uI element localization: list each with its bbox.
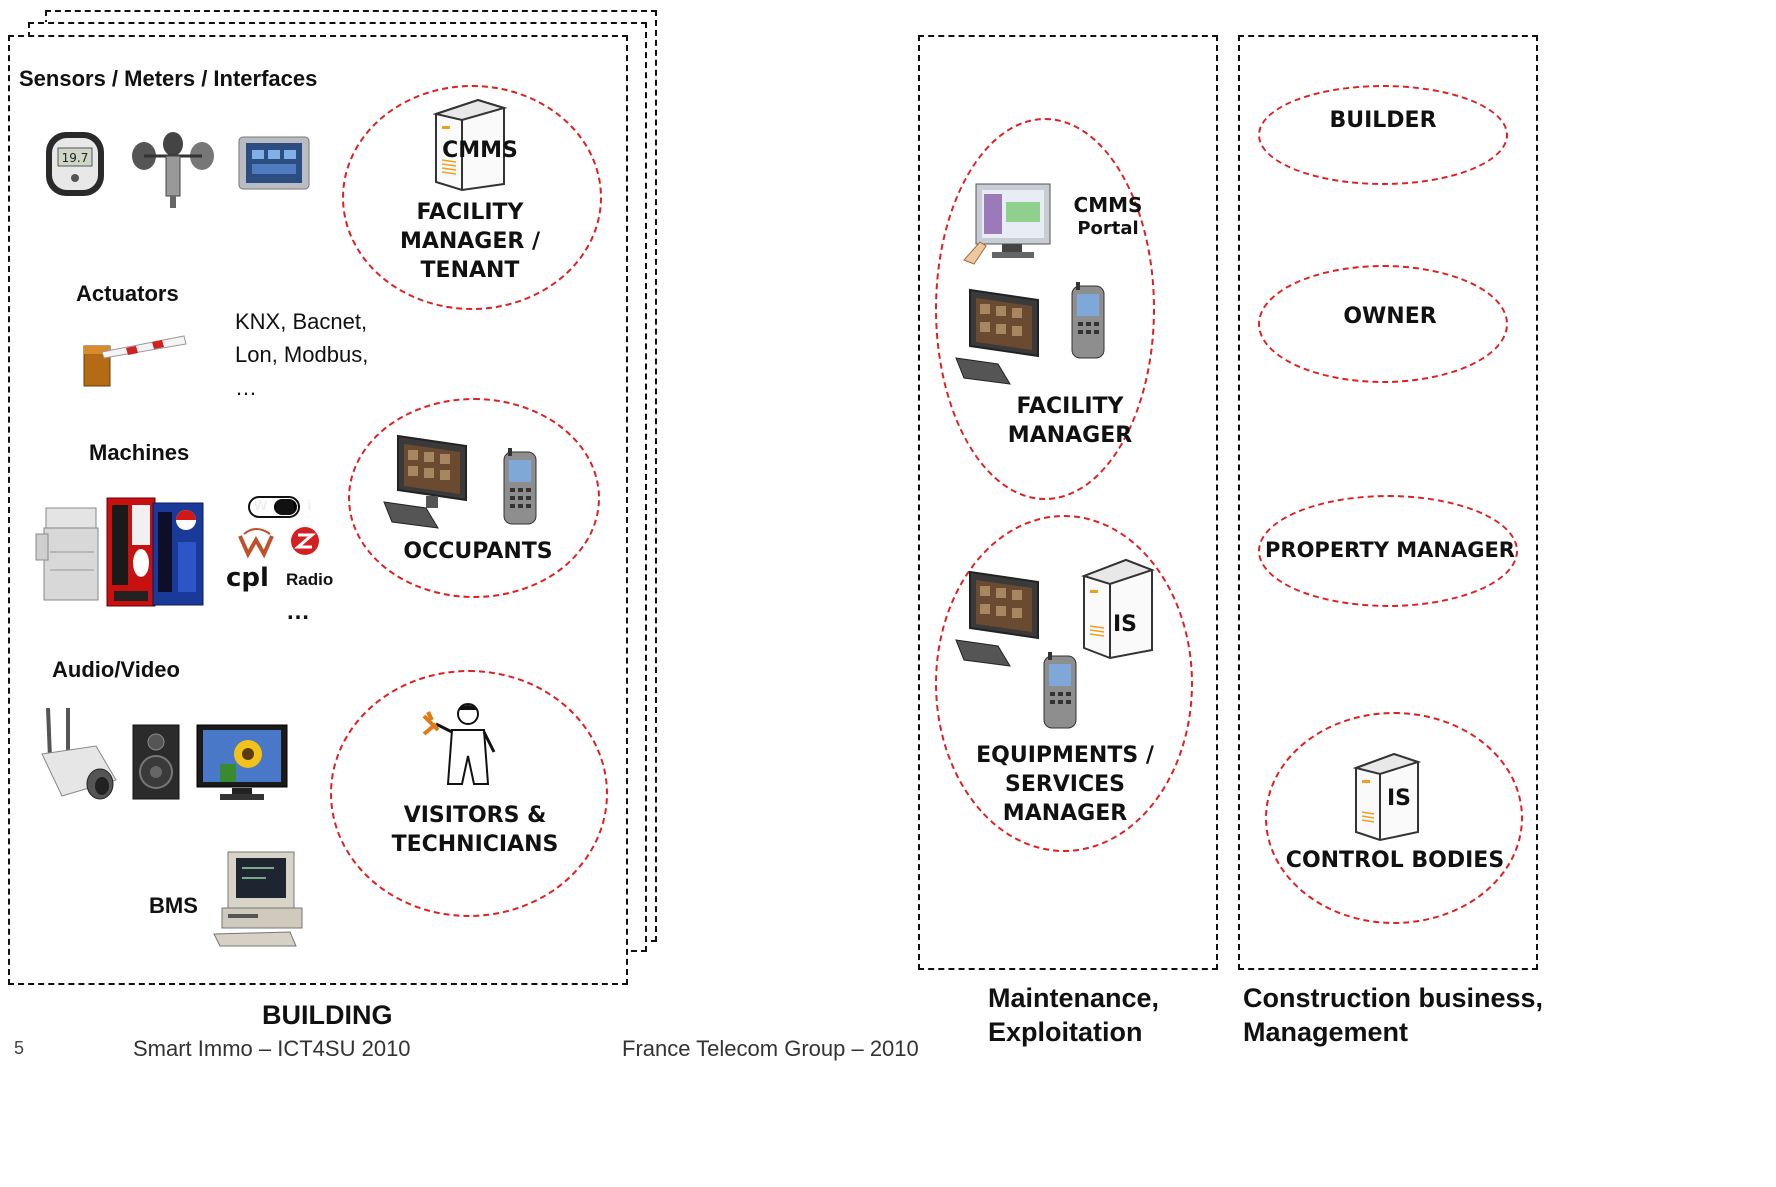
is-server-label: IS xyxy=(1112,612,1138,637)
zigbee-logo-icon xyxy=(291,527,319,555)
facility-manager-tenant-role xyxy=(342,85,602,310)
footer-page-number: 5 xyxy=(14,1038,25,1058)
actuators-heading: Actuators xyxy=(76,281,179,306)
wifi-logo-icon xyxy=(248,496,300,518)
facility-manager-tenant-label: FACILITY MANAGER / TENANT xyxy=(399,200,541,283)
mobile-phone-icon-3 xyxy=(1043,652,1077,729)
property-manager-label: PROPERTY MANAGER xyxy=(1265,538,1515,562)
barrier-gate-icon xyxy=(83,335,187,387)
wifi-logo-text: Wi Fi xyxy=(254,497,318,513)
protocols-text: KNX, Bacnet, Lon, Modbus, … xyxy=(235,309,369,400)
is-server-icon-2 xyxy=(1352,752,1422,842)
control-bodies-label: CONTROL BODIES xyxy=(1285,848,1505,873)
building-caption: BUILDING xyxy=(262,1000,393,1030)
footer-left-text: Smart Immo – ICT4SU 2010 xyxy=(133,1036,411,1061)
occupants-label: OCCUPANTS xyxy=(403,539,553,564)
sensors-heading: Sensors / Meters / Interfaces xyxy=(19,66,318,91)
pepsi-vending-machine-icon xyxy=(152,502,204,606)
ip-camera-icon xyxy=(41,707,117,800)
cmms-portal-subtitle: Portal xyxy=(1077,218,1139,239)
visitors-technicians-label: VISITORS & TECHNICIANS xyxy=(391,803,559,857)
svg-text:cpl: cpl xyxy=(226,563,269,593)
owner-label: OWNER xyxy=(1343,304,1437,329)
workstation-icon-3 xyxy=(955,570,1039,667)
bms-computer-icon xyxy=(213,851,303,947)
facility-manager-label: FACILITY MANAGER xyxy=(1007,394,1133,448)
wireless-more-label: … xyxy=(286,598,310,625)
visitors-technicians-role xyxy=(330,670,608,917)
builder-role xyxy=(1258,85,1508,185)
workstation-icon-2 xyxy=(955,288,1039,385)
maintenance-caption: Maintenance, Exploitation xyxy=(988,983,1160,1047)
television-icon xyxy=(196,724,288,800)
equipments-services-manager-role xyxy=(935,515,1193,852)
control-bodies-is-label: IS xyxy=(1386,786,1412,811)
footer-right-text: France Telecom Group – 2010 xyxy=(622,1036,919,1061)
mobile-phone-icon-2 xyxy=(1071,282,1105,359)
svg-text:19.7: 19.7 xyxy=(62,151,89,165)
workstation-icon xyxy=(383,434,467,529)
speaker-icon xyxy=(132,724,180,800)
cpl-logo-icon: cpl xyxy=(226,563,269,593)
mobile-phone-icon xyxy=(503,448,537,525)
occupants-role xyxy=(348,398,600,598)
property-manager-role xyxy=(1258,495,1518,607)
bms-label: BMS xyxy=(149,893,198,918)
facility-manager-role xyxy=(935,118,1155,500)
control-bodies-role xyxy=(1265,712,1523,924)
copier-icon xyxy=(35,507,99,601)
thermostat-icon: 19.7 xyxy=(46,132,104,196)
radio-label: Radio xyxy=(286,570,334,589)
equipments-services-manager-label: EQUIPMENTS / SERVICES MANAGER xyxy=(976,743,1154,826)
cmms-portal-title: CMMS xyxy=(1073,193,1143,217)
owner-role xyxy=(1258,265,1508,383)
is-server-icon xyxy=(1080,558,1155,660)
soda-vending-machine-icon xyxy=(106,497,156,607)
wavenis-logo-icon xyxy=(238,528,274,559)
cmms-server-icon xyxy=(432,98,508,192)
technician-icon xyxy=(422,703,496,785)
construction-caption: Construction business, Management xyxy=(1243,983,1544,1047)
touch-panel-icon xyxy=(238,136,310,190)
builder-label: BUILDER xyxy=(1329,108,1437,133)
cmms-portal-monitor-icon xyxy=(963,183,1051,265)
anemometer-icon xyxy=(132,132,214,208)
audio-video-heading: Audio/Video xyxy=(52,657,180,682)
machines-heading: Machines xyxy=(89,440,190,465)
cmms-server-label: CMMS xyxy=(442,138,518,163)
